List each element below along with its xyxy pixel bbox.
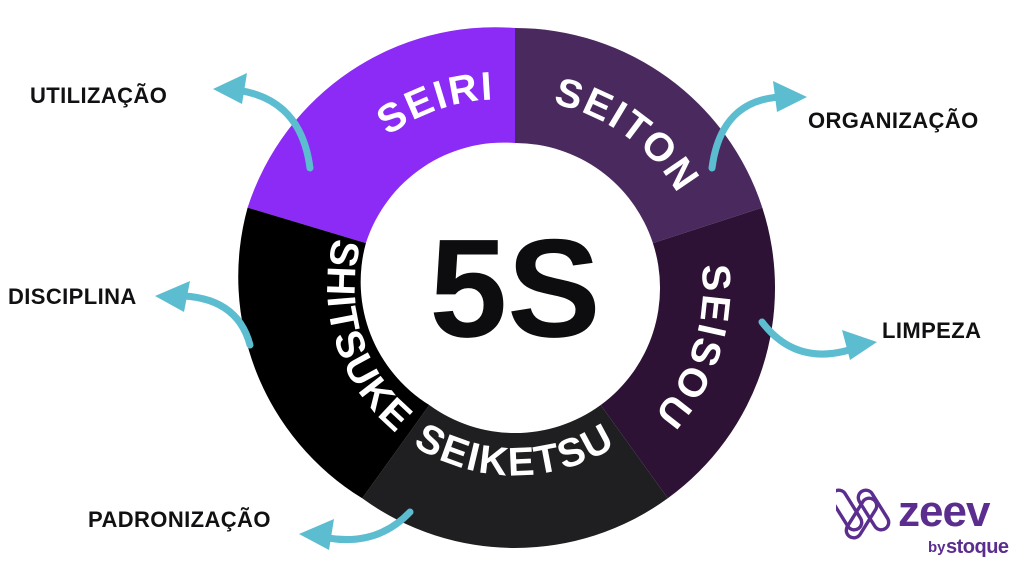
arrowhead-padronizacao <box>299 519 334 550</box>
label-organizacao: ORGANIZAÇÃO <box>808 108 979 133</box>
zeev-wordmark: zeev <box>898 487 991 536</box>
zeev-monogram-icon <box>836 488 891 540</box>
label-limpeza: LIMPEZA <box>882 318 982 343</box>
zeev-logo[interactable]: zeev by stoque <box>836 482 1012 560</box>
segment-seiketsu[interactable]: SEIKETSU <box>362 405 668 548</box>
arrowhead-limpeza <box>842 330 877 360</box>
arrowhead-utilizacao <box>213 73 247 104</box>
center-label: 5S <box>429 210 600 367</box>
segment-seisou[interactable]: SEISOU <box>600 207 776 499</box>
zeev-tagline: stoque <box>946 536 1009 558</box>
arrowhead-organizacao <box>773 81 807 112</box>
donut-hub <box>400 173 630 403</box>
arrowhead-disciplina <box>155 281 190 312</box>
label-disciplina: DISCIPLINA <box>8 284 137 309</box>
segment-seiri[interactable]: SEIRI <box>247 27 515 244</box>
label-padronizacao: PADRONIZAÇÃO <box>88 507 271 532</box>
zeev-tagline-prefix: by <box>928 539 946 556</box>
label-utilizacao: UTILIZAÇÃO <box>30 83 168 108</box>
